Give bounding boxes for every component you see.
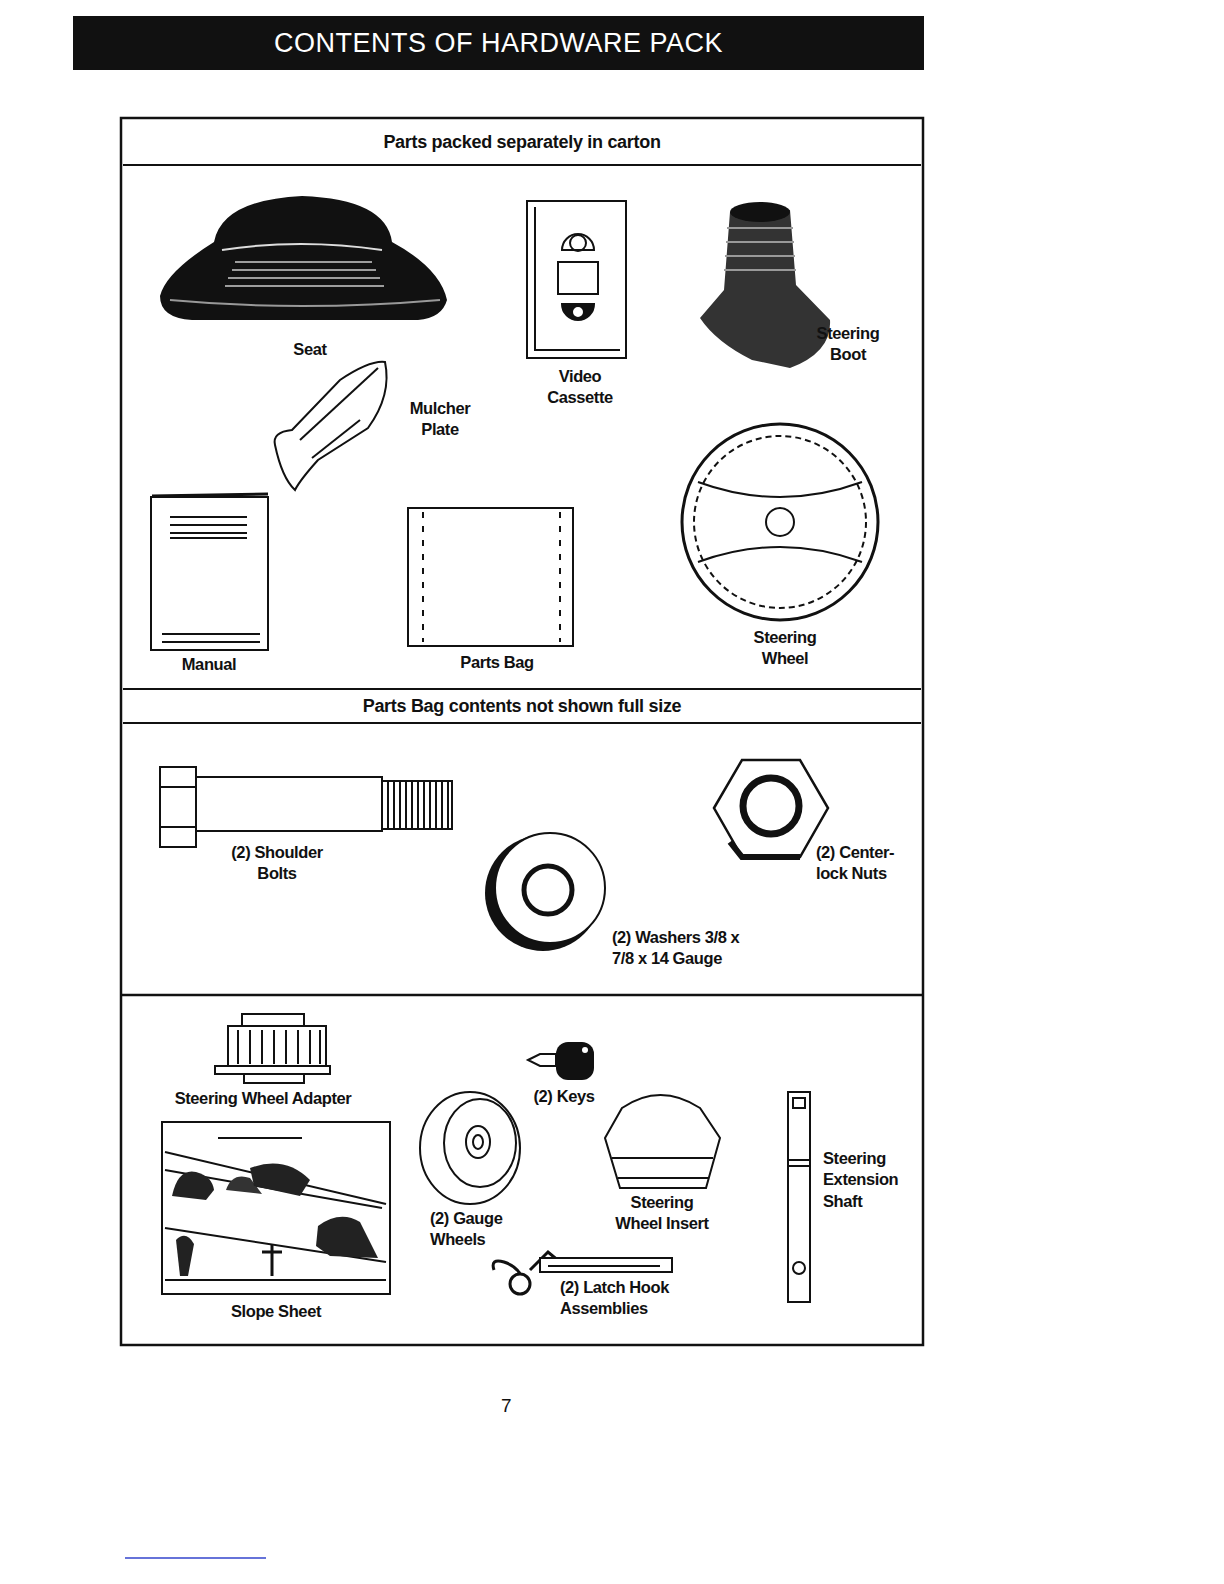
part-label: Manual	[164, 654, 254, 675]
part-label: (2) Shoulder Bolts	[223, 842, 331, 885]
slope-sheet-drawing	[162, 1122, 390, 1294]
parts-bag-drawing	[408, 508, 573, 646]
extension-shaft-drawing	[788, 1092, 810, 1302]
center-lock-nut-drawing	[714, 760, 828, 857]
band-heading: Parts packed separately in carton	[383, 132, 660, 153]
page-number: 7	[486, 1394, 526, 1419]
video-cassette-drawing	[527, 201, 626, 358]
part-label: (2) Washers 3/8 x 7/8 x 14 Gauge	[612, 927, 744, 970]
part-label: (2) Center- lock Nuts	[816, 842, 908, 885]
insert-drawing	[605, 1095, 720, 1188]
adapter-drawing	[215, 1014, 330, 1083]
steering-wheel-drawing	[682, 424, 878, 620]
part-label: Steering Boot	[811, 323, 885, 366]
section-band: Parts packed separately in carton	[123, 120, 921, 166]
part-label: Slope Sheet	[206, 1301, 346, 1322]
part-label: Seat	[265, 339, 355, 360]
key-drawing	[528, 1042, 594, 1080]
part-label: (2) Latch Hook Assemblies	[560, 1277, 686, 1320]
seat-drawing	[160, 196, 447, 320]
part-label: (2) Gauge Wheels	[430, 1208, 518, 1251]
gauge-wheel-drawing	[420, 1092, 520, 1204]
mulcher-plate-drawing	[275, 362, 387, 490]
section-band: Parts Bag contents not shown full size	[123, 688, 921, 724]
rule	[125, 1557, 266, 1559]
manual-drawing	[151, 494, 268, 650]
part-label: Steering Wheel	[743, 627, 827, 670]
frame	[121, 118, 923, 1345]
shoulder-bolt-drawing	[160, 767, 452, 847]
band-heading: Parts Bag contents not shown full size	[363, 696, 682, 717]
washer-drawing	[485, 833, 605, 951]
divider	[121, 994, 923, 997]
part-label: Video Cassette	[538, 366, 622, 409]
steering-boot-drawing	[700, 202, 830, 368]
part-label: Parts Bag	[442, 652, 552, 673]
part-label: Steering Wheel Insert	[608, 1192, 716, 1235]
part-label: (2) Keys	[524, 1086, 604, 1107]
part-label: Steering Extension Shaft	[823, 1148, 909, 1212]
part-label: Steering Wheel Adapter	[153, 1088, 373, 1109]
part-label: Mulcher Plate	[403, 398, 477, 441]
title-text: CONTENTS OF HARDWARE PACK	[274, 28, 723, 59]
title-bar: CONTENTS OF HARDWARE PACK	[73, 16, 924, 70]
